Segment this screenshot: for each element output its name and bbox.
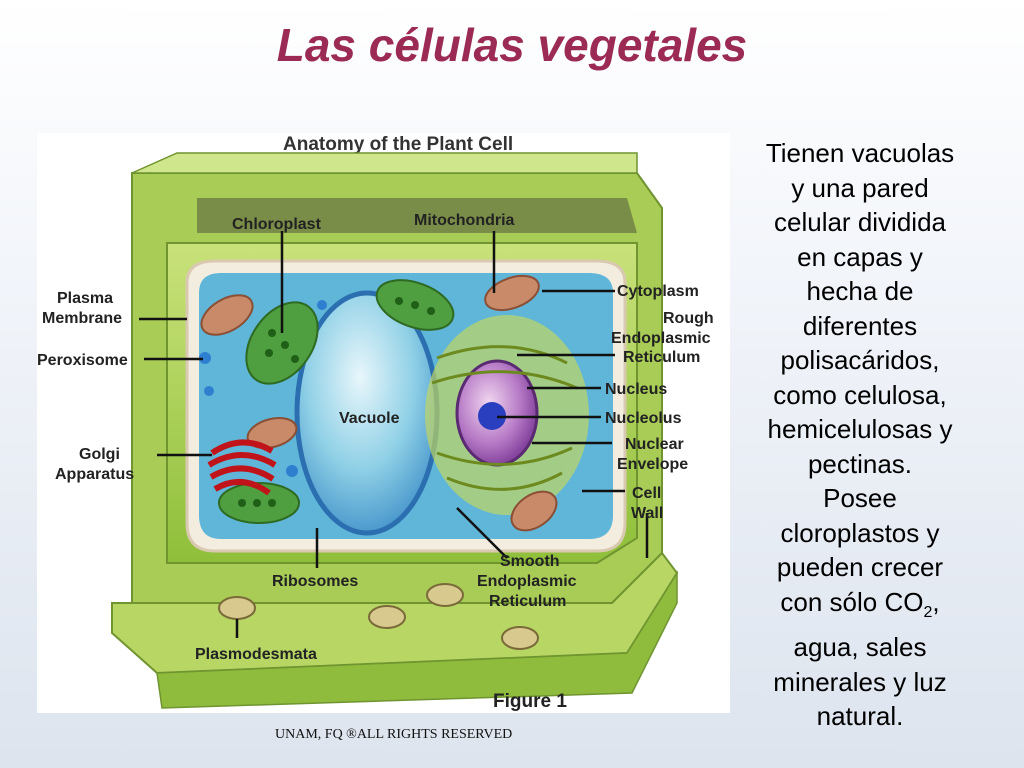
co2-suffix: , (932, 586, 940, 617)
body-line: pueden crecer (776, 552, 944, 582)
body-line: hemicelulosas y (767, 414, 953, 444)
plant-cell-diagram: Anatomy of the Plant Cell (37, 134, 714, 712)
slide-body-text: Tienen vacuolas y una pared celular divi… (740, 136, 980, 734)
label-rough-er-3: Reticulum (623, 349, 700, 366)
label-smooth-er-2: Endoplasmic (477, 573, 577, 590)
body-line: minerales y luz (773, 666, 947, 697)
label-smooth-er-3: Reticulum (489, 593, 566, 610)
body-line: cloroplastos y (780, 517, 940, 548)
body-line: en capas y (797, 241, 923, 272)
body-line: diferentes (802, 310, 918, 341)
label-chloroplast: Chloroplast (232, 216, 322, 233)
body-line: celular dividida (774, 207, 946, 237)
label-cell-wall-1: Cell (632, 485, 661, 502)
body-line: Posee (823, 483, 897, 513)
label-cytoplasm: Cytoplasm (617, 283, 699, 300)
label-plasma-membrane-2: Membrane (42, 310, 122, 327)
copyright-notice: UNAM, FQ ®ALL RIGHTS RESERVED (275, 727, 513, 742)
body-line: agua, sales (793, 632, 927, 663)
figure-title: Anatomy of the Plant Cell (283, 134, 513, 155)
label-nucleolus: Nucleolus (605, 410, 682, 427)
label-golgi-2: Apparatus (55, 466, 134, 483)
body-line: como celulosa, (773, 379, 947, 410)
label-vacuole: Vacuole (339, 410, 400, 427)
body-line: pectinas. (807, 448, 913, 479)
label-nuclear-envelope-2: Envelope (617, 456, 688, 473)
label-cell-wall-2: Wall (631, 505, 663, 522)
label-plasmodesmata: Plasmodesmata (195, 646, 317, 663)
co2-subscript: 2 (923, 603, 933, 621)
body-line: polisacáridos, (780, 345, 940, 375)
body-line-co2: con sólo CO2, (740, 585, 980, 631)
label-rough-er-2: Endoplasmic (611, 330, 711, 347)
plasmodesmata-shapes (218, 583, 539, 650)
label-rough-er-1: Rough (663, 310, 714, 327)
nucleus-shape (425, 315, 589, 515)
label-mitochondria: Mitochondria (414, 212, 515, 229)
leader-lines (139, 231, 649, 638)
mitochondria-shapes (200, 274, 558, 532)
body-line: y una pared (791, 172, 929, 203)
body-line: hecha de (806, 276, 914, 306)
figure-labels: Chloroplast Mitochondria Plasma Membrane… (37, 212, 714, 712)
slide-title: Las células vegetales (276, 19, 748, 71)
label-golgi-1: Golgi (79, 446, 120, 463)
body-line: natural. (816, 701, 904, 732)
label-smooth-er-1: Smooth (500, 553, 560, 570)
co2-prefix: con sólo CO (780, 586, 924, 617)
label-plasma-membrane-1: Plasma (57, 290, 113, 307)
plant-cell-figure: Anatomy of the Plant Cell (37, 133, 730, 713)
body-line: Tienen vacuolas (765, 138, 955, 168)
label-nucleus: Nucleus (605, 381, 667, 398)
label-ribosomes: Ribosomes (272, 573, 358, 590)
figure-caption: Figure 1 (493, 691, 567, 712)
chloroplast-shapes (218, 279, 455, 524)
label-peroxisome: Peroxisome (37, 352, 128, 369)
peroxisome-shapes (199, 300, 327, 477)
golgi-shape (207, 439, 277, 496)
label-nuclear-envelope-1: Nuclear (625, 436, 684, 453)
